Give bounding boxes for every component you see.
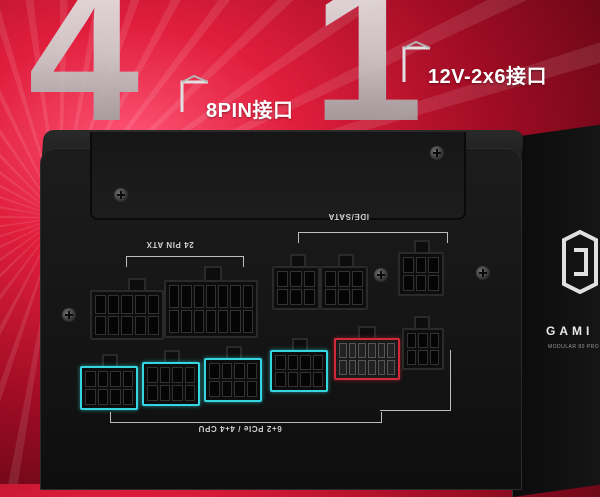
bracket-line-atx [126,256,244,267]
label-24pin-atx: 24 PIN ATX [146,240,194,249]
pcie-8pin-socket-2 [142,362,200,406]
connector-latch [414,316,430,330]
callout-bracket-right [402,40,431,82]
psu-side-panel [512,122,600,497]
atx-24pin-socket-right [164,280,258,338]
label-pcie-cpu: 6+2 PCIe / 4+4 CPU [198,424,282,433]
brand-logo-icon [562,230,598,294]
pcie-8pin-socket-3 [204,358,262,402]
screw-icon [114,188,128,202]
12v-2x6-socket [334,338,400,380]
connector-latch [102,354,118,368]
screw-icon [62,308,76,322]
callout-12v: 12V-2x6接口 [428,66,548,88]
connector-latch [414,240,430,254]
connector-latch [292,338,308,352]
psu-label-plate [90,132,466,220]
label-ide-sata: IDE/SATA [328,212,369,221]
connector-latch [204,266,222,282]
bracket-line-pcie [110,412,382,423]
connector-latch [358,326,376,340]
connector-latch [164,350,180,364]
sata-socket-1 [272,266,320,310]
connector-latch [338,254,354,268]
screw-icon [476,266,490,280]
connector-latch [226,346,242,360]
cpu-8pin-socket [402,328,444,370]
brand-name: GAMI [546,324,594,338]
callout-8pin: 8PIN接口 [206,100,294,122]
bracket-line-sata [298,232,448,243]
pcie-8pin-socket-4 [270,350,328,392]
pcie-8pin-socket-1 [80,366,138,410]
screw-icon [374,268,388,282]
atx-24pin-socket-left [90,290,164,340]
sata-socket-2 [320,266,368,310]
connector-latch [128,278,146,292]
screw-icon [430,146,444,160]
callout-bracket-left [180,74,209,112]
brand-subtext: MODULAR 80 PRO [548,344,600,350]
connector-latch [290,254,306,268]
sata-socket-3 [398,252,444,296]
headline-digit-four: 4 [28,0,139,152]
bracket-line-right [380,350,451,411]
